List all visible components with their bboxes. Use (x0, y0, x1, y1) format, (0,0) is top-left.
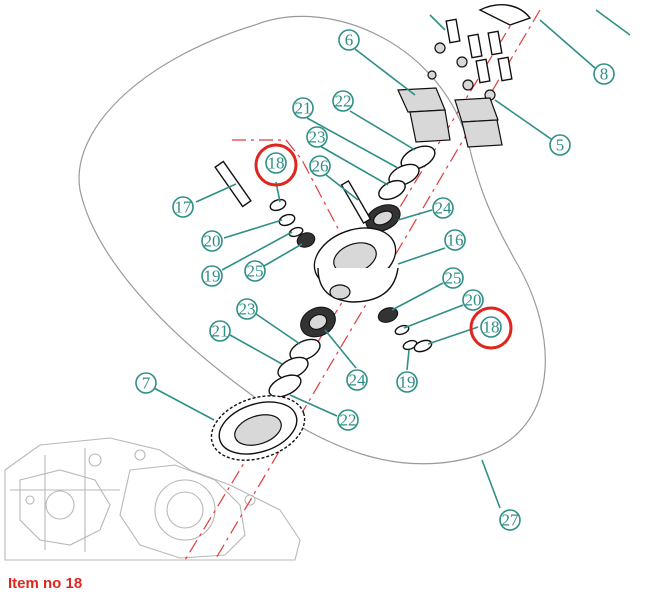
callout-25-left: 25 (244, 260, 266, 282)
svg-text:27: 27 (502, 511, 520, 530)
svg-text:23: 23 (239, 300, 256, 319)
callout-18-upper: 18 (265, 152, 287, 174)
svg-text:5: 5 (556, 136, 565, 155)
center-axes (184, 9, 541, 561)
svg-text:19: 19 (399, 373, 416, 392)
callout-22-upper: 22 (332, 90, 354, 112)
callout-21-upper: 21 (292, 97, 314, 119)
svg-text:16: 16 (447, 231, 464, 250)
callout-23-upper: 23 (306, 126, 328, 148)
callout-23-lower: 23 (236, 298, 258, 320)
svg-text:26: 26 (312, 157, 329, 176)
callout-20-left: 20 (201, 230, 223, 252)
svg-text:18: 18 (268, 154, 285, 173)
leader-lines (153, 9, 631, 509)
callout-19-left: 19 (201, 265, 223, 287)
svg-text:8: 8 (600, 65, 609, 84)
svg-text:25: 25 (445, 269, 462, 288)
gearbox-housing (4, 437, 301, 561)
svg-text:21: 21 (212, 322, 229, 341)
callout-8: 8 (593, 63, 615, 85)
callout-19-right: 19 (396, 371, 418, 393)
callout-6: 6 (338, 29, 360, 51)
pinion-parts-left (269, 198, 316, 248)
ring-gear (210, 395, 306, 461)
svg-text:6: 6 (345, 31, 354, 50)
svg-text:23: 23 (309, 128, 326, 147)
callout-27: 27 (499, 509, 521, 531)
highlight-ring-upper (254, 143, 298, 187)
pinion-parts-right (377, 307, 433, 353)
svg-text:22: 22 (340, 411, 357, 430)
washer-stack-lower (268, 338, 321, 398)
callout-24-upper: 24 (432, 197, 454, 219)
pinion-shaft-17 (214, 160, 252, 208)
callout-24-lower: 24 (346, 369, 368, 391)
callout-21-lower: 21 (209, 320, 231, 342)
bearing-caps (397, 87, 503, 148)
svg-text:24: 24 (435, 199, 453, 218)
callout-5: 5 (549, 134, 571, 156)
svg-text:19: 19 (204, 267, 221, 286)
pinion-shaft-26 (340, 179, 372, 225)
svg-text:21: 21 (295, 99, 312, 118)
differential-case (313, 227, 399, 303)
callout-26: 26 (309, 155, 331, 177)
svg-text:20: 20 (465, 291, 482, 310)
svg-text:17: 17 (175, 198, 193, 217)
highlight-ring-lower (469, 306, 513, 350)
callout-25-right: 25 (442, 267, 464, 289)
callout-20-right: 20 (462, 289, 484, 311)
svg-text:22: 22 (335, 92, 352, 111)
svg-text:7: 7 (142, 374, 151, 393)
side-gear-upper (365, 204, 401, 232)
svg-text:18: 18 (483, 318, 500, 337)
callout-16: 16 (444, 229, 466, 251)
callout-18-lower: 18 (480, 316, 502, 338)
svg-text:25: 25 (247, 262, 264, 281)
item-caption: Item no 18 (8, 575, 83, 592)
bolt-set (427, 4, 532, 101)
svg-text:24: 24 (349, 371, 367, 390)
svg-text:20: 20 (204, 232, 221, 251)
callout-17: 17 (172, 196, 194, 218)
callout-22-lower: 22 (337, 409, 359, 431)
washer-stack-upper (378, 145, 436, 201)
side-gear-lower (300, 306, 336, 338)
callout-7: 7 (135, 372, 157, 394)
